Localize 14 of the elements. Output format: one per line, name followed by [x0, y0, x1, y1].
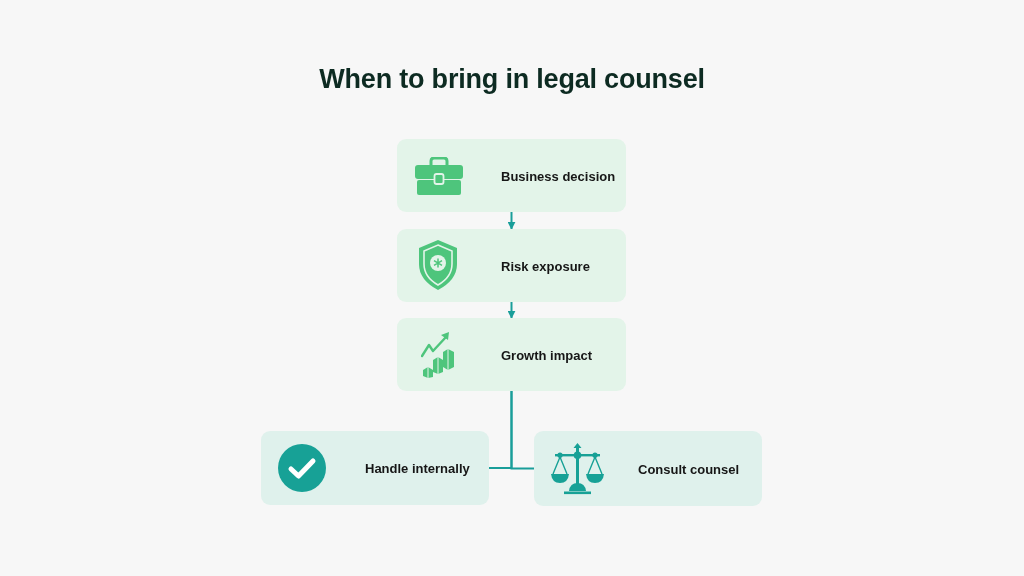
step-label: Risk exposure [501, 258, 590, 273]
connector-line [510, 390, 535, 470]
arrow [507, 211, 516, 230]
step-label: Growth impact [501, 347, 592, 362]
process-box [397, 318, 626, 391]
step-label: Handle internally [365, 460, 470, 476]
arrow [507, 301, 516, 319]
step-label: Business decision [501, 168, 616, 183]
process-box [261, 431, 489, 505]
step-label: Consult counsel [638, 461, 740, 476]
process-box [534, 431, 762, 506]
diagram-title: When to bring in legal counsel [319, 64, 705, 94]
process-box [397, 139, 626, 212]
process-box [397, 229, 626, 302]
